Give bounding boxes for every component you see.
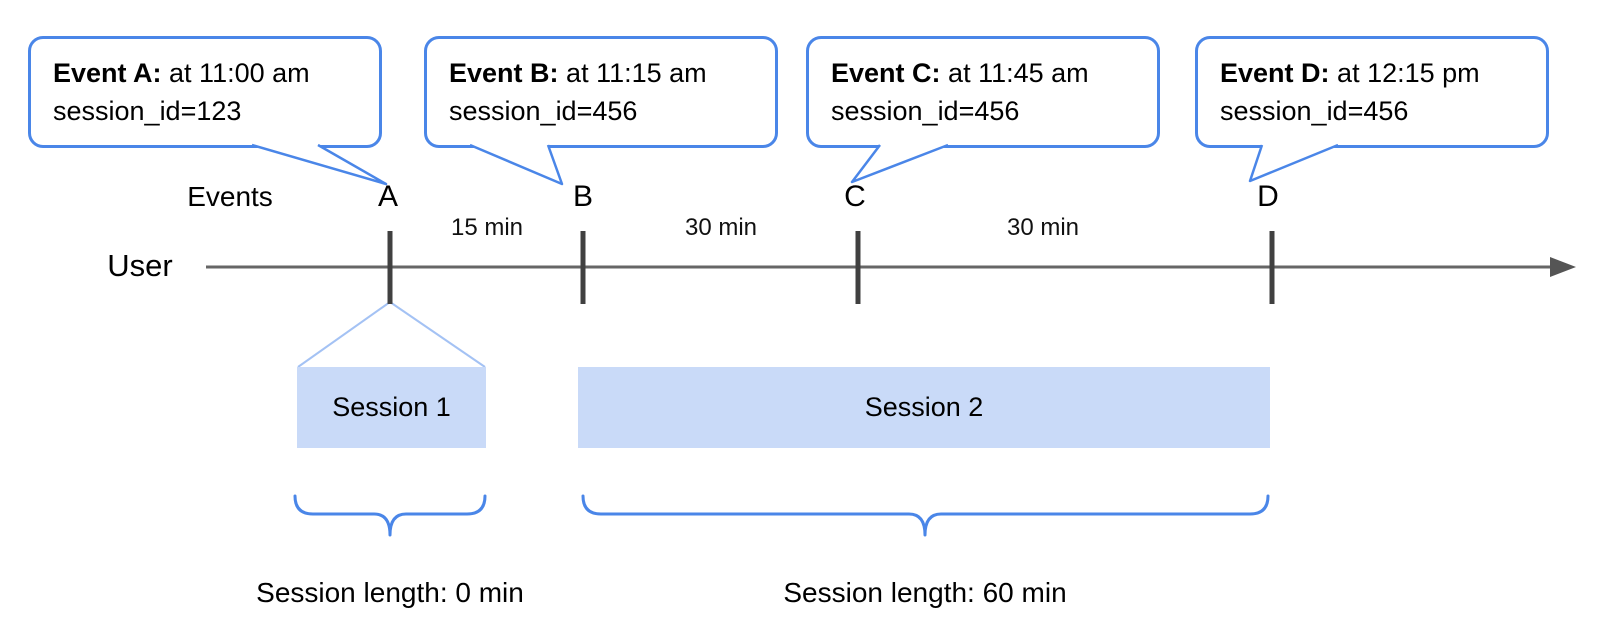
- session-1-length-label: Session length: 0 min: [256, 577, 524, 608]
- interval-a-b-label: 15 min: [450, 214, 524, 241]
- event-d-letter: D: [1257, 180, 1279, 213]
- interval-c-d-label: 30 min: [1006, 214, 1080, 241]
- event-a-session-id: session_id=123: [53, 96, 242, 126]
- event-d-callout-line1: Event D: at 12:15 pm: [1220, 54, 1526, 92]
- event-c-callout-tail: [850, 143, 949, 184]
- session-1-brace: [293, 494, 487, 537]
- events-axis-label: Events: [187, 181, 273, 212]
- event-b-title: Event B:: [449, 58, 559, 88]
- funnel-right-line: [389, 301, 486, 368]
- session-2-brace: [581, 494, 1270, 537]
- user-axis-label: User: [107, 248, 173, 283]
- event-a-title: Event A:: [53, 58, 162, 88]
- event-b-callout-line1: Event B: at 11:15 am: [449, 54, 755, 92]
- event-d-callout: Event D: at 12:15 pm session_id=456: [1195, 36, 1549, 148]
- event-a-time: at 11:00 am: [169, 58, 310, 88]
- event-b-callout: Event B: at 11:15 am session_id=456: [424, 36, 778, 148]
- event-c-time: at 11:45 am: [948, 58, 1089, 88]
- event-a-callout-line1: Event A: at 11:00 am: [53, 54, 359, 92]
- event-a-letter: A: [377, 180, 399, 213]
- event-b-callout-tail: [469, 143, 564, 186]
- event-d-title: Event D:: [1220, 58, 1330, 88]
- event-a-callout-tail: [251, 143, 388, 186]
- timeline-arrowhead-icon: [1550, 257, 1576, 277]
- session-1-box: Session 1: [297, 367, 486, 448]
- event-b-time: at 11:15 am: [566, 58, 707, 88]
- event-b-session-id: session_id=456: [449, 96, 638, 126]
- event-c-callout-line1: Event C: at 11:45 am: [831, 54, 1137, 92]
- event-c-letter: C: [844, 180, 866, 213]
- funnel-left-line: [297, 301, 391, 368]
- event-d-callout-tail: [1248, 143, 1339, 183]
- session-1-label: Session 1: [332, 392, 451, 422]
- event-c-title: Event C:: [831, 58, 941, 88]
- event-d-session-id: session_id=456: [1220, 96, 1409, 126]
- session-2-length-label: Session length: 60 min: [783, 577, 1067, 608]
- event-c-session-id: session_id=456: [831, 96, 1020, 126]
- event-d-time: at 12:15 pm: [1337, 58, 1480, 88]
- event-b-letter: B: [572, 180, 594, 213]
- session-2-box: Session 2: [578, 367, 1270, 448]
- event-c-callout: Event C: at 11:45 am session_id=456: [806, 36, 1160, 148]
- session-2-label: Session 2: [864, 392, 984, 422]
- interval-b-c-label: 30 min: [684, 214, 758, 241]
- event-a-callout: Event A: at 11:00 am session_id=123: [28, 36, 382, 148]
